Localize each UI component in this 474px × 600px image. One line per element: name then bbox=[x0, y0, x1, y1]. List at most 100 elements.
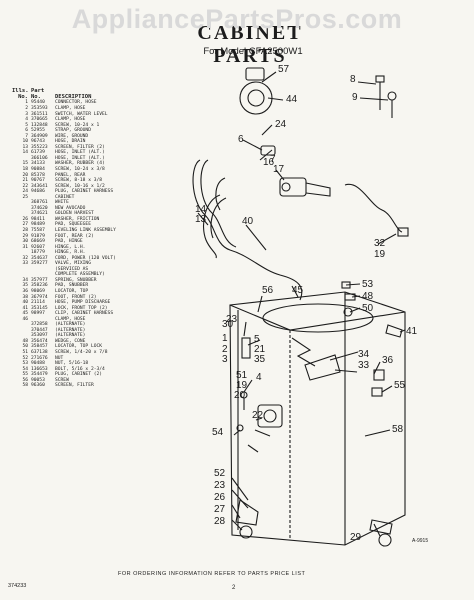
ills-no: 28 bbox=[22, 227, 28, 233]
ills-no: 2 bbox=[25, 105, 28, 111]
part-description: PLUG, CABINET HARNESS bbox=[55, 189, 114, 195]
ills-no: 30 bbox=[22, 239, 28, 245]
ills-no: 38 bbox=[22, 294, 28, 300]
page-subtitle: For Model CFA2500W1 bbox=[203, 46, 303, 57]
part-description: NUT bbox=[55, 355, 64, 361]
page-title: CABINET PARTS bbox=[197, 22, 303, 67]
ills-no: 15 bbox=[22, 161, 28, 167]
part-no: 91879 bbox=[31, 233, 45, 239]
part-description: CLAMP, HOSE bbox=[55, 117, 86, 123]
part-description: WIRE, GROUND bbox=[55, 133, 89, 139]
part-description: SCREEN, FILTER bbox=[55, 383, 94, 389]
part-no: 98411 bbox=[31, 216, 45, 222]
part-description: WASHER, FRICTION bbox=[55, 216, 100, 222]
ills-no: 26 bbox=[22, 216, 28, 222]
part-no: 132848 bbox=[31, 122, 48, 128]
callout-number: 23 bbox=[214, 480, 226, 491]
callout-number: 50 bbox=[362, 303, 374, 314]
callout-number: 52 bbox=[214, 468, 226, 479]
callout-number: 34 bbox=[358, 349, 370, 360]
callout-number: 22 bbox=[252, 410, 264, 421]
part-no: 34133 bbox=[31, 161, 45, 167]
part-no: 353145 bbox=[31, 305, 48, 311]
part-description: GOLDEN HARVEST bbox=[55, 211, 94, 217]
part-description: SPRING, SNUBBER bbox=[55, 277, 97, 283]
ills-no: 22 bbox=[22, 183, 28, 189]
callout-number: 21 bbox=[254, 344, 266, 355]
part-description: SCREW, 10-24 x 1 bbox=[55, 122, 100, 128]
part-no: 92607 bbox=[31, 244, 45, 250]
document-code: 374233 bbox=[8, 583, 27, 589]
part-description: SCREEN, FILTER (2) bbox=[55, 144, 105, 150]
ordering-info-note: FOR ORDERING INFORMATION REFER TO PARTS … bbox=[118, 571, 306, 577]
ills-no: 4 bbox=[25, 117, 28, 123]
ills-no: 21 bbox=[22, 178, 28, 184]
part-no: 357977 bbox=[31, 277, 48, 283]
part-no: 354479 bbox=[31, 372, 48, 378]
part-description: SCREW, 8-18 x 3/8 bbox=[55, 178, 103, 184]
callout-number: 7 bbox=[270, 154, 276, 165]
part-no: 353593 bbox=[31, 105, 48, 111]
ills-no: 27 bbox=[22, 222, 28, 228]
part-no: 374620 bbox=[31, 205, 48, 211]
power-cord bbox=[344, 183, 403, 233]
ills-no: 5 bbox=[25, 122, 28, 128]
part-description: CLAMP, HOSE bbox=[55, 105, 86, 111]
ills-no: 46 bbox=[22, 316, 28, 322]
part-no: 90488 bbox=[31, 361, 45, 367]
callout-number: 54 bbox=[212, 427, 224, 438]
part-no: 370665 bbox=[31, 117, 48, 123]
callout-number: 1 bbox=[222, 333, 228, 344]
part-description: LEVELING LINK ASSEMBLY bbox=[55, 227, 116, 233]
ills-no: 31 bbox=[22, 244, 28, 250]
part-no: 364909 bbox=[31, 133, 48, 139]
part-no: 98069 bbox=[31, 289, 45, 294]
part-description: WHITE bbox=[55, 200, 69, 206]
part-description: FOOT, REAR (2) bbox=[55, 233, 94, 239]
callout-number: 55 bbox=[394, 380, 406, 391]
parts-list-row: 353097(ALTERNATE) bbox=[12, 333, 172, 339]
callout-number: 33 bbox=[358, 360, 370, 371]
part-no: 96743 bbox=[31, 139, 45, 145]
part-no: 356474 bbox=[31, 338, 48, 344]
part-description: HOSE, INLET (ALT.) bbox=[55, 150, 105, 156]
part-no: 61739 bbox=[31, 150, 45, 156]
part-no: 271676 bbox=[31, 355, 48, 361]
ills-no: 48 bbox=[22, 338, 28, 344]
callout-number: 14 bbox=[195, 204, 207, 215]
ills-no: 53 bbox=[22, 361, 28, 367]
callout-number: 28 bbox=[214, 516, 226, 527]
ills-no: 54 bbox=[22, 366, 28, 372]
part-no: 90767 bbox=[31, 178, 45, 184]
callout-number: 29 bbox=[350, 532, 362, 543]
ills-no: 52 bbox=[22, 355, 28, 361]
ills-no: 1 bbox=[25, 100, 28, 106]
part-description: WASHER, RUBBER (4) bbox=[55, 161, 105, 167]
ills-no: 50 bbox=[22, 344, 28, 350]
inlet-hose-2 bbox=[215, 177, 226, 211]
ills-no: 56 bbox=[22, 377, 28, 383]
part-description: PAD, SNUBBER bbox=[55, 283, 89, 289]
ills-no: 35 bbox=[22, 283, 28, 289]
